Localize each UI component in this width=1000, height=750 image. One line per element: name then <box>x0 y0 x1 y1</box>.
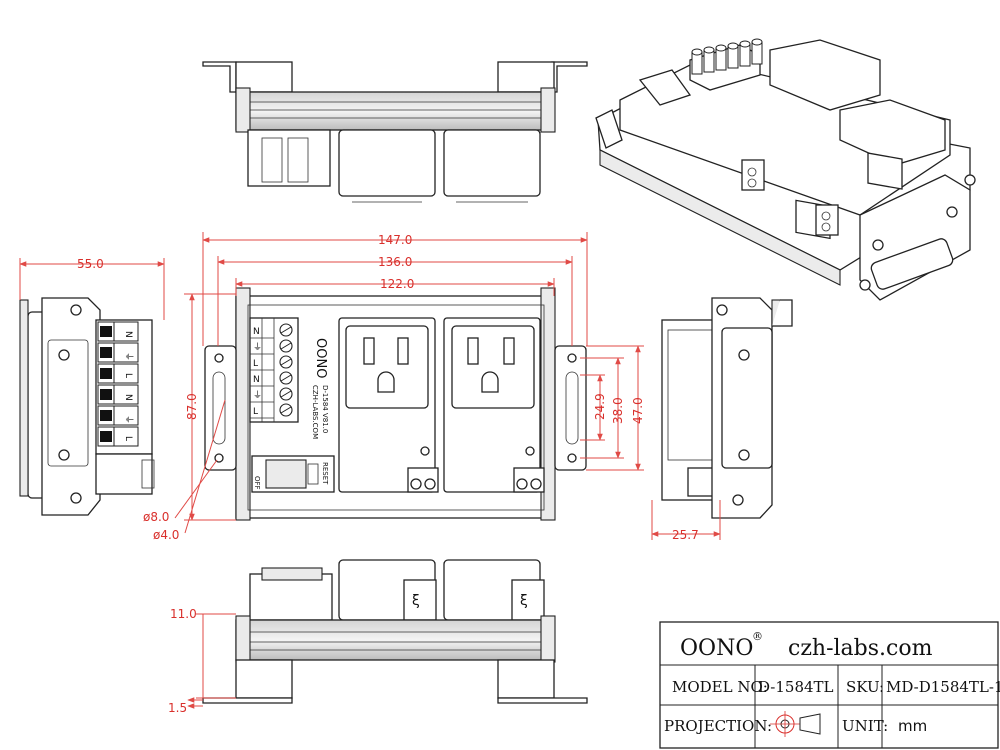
dim-38-label: 38.0 <box>611 397 625 424</box>
svg-text:ξ: ξ <box>520 593 528 609</box>
svg-text:ξ: ξ <box>412 593 420 609</box>
dim-1-5-label: 1.5 <box>168 701 187 715</box>
sku-value: MD-D1584TL-1 <box>886 678 1000 696</box>
side-terminal-label: ⏚ <box>123 415 134 424</box>
dim-87-label: 87.0 <box>185 393 199 420</box>
dimension-25-7: 25.7 <box>651 500 721 542</box>
sku-label: SKU: <box>846 678 884 696</box>
side-terminal-label: L <box>123 373 133 378</box>
model-value: D-1584TL <box>758 678 834 696</box>
dim-47-label: 47.0 <box>631 397 645 424</box>
title-block: OONO ® czh-labs.com MODEL NO: D-1584TL S… <box>659 621 1000 749</box>
terminal-label: ⏚ <box>253 342 262 353</box>
unit-value: mm <box>898 717 927 735</box>
registered-mark: ® <box>752 630 763 643</box>
side-terminal-label: ⏚ <box>123 352 134 361</box>
first-angle-projection-icon <box>770 711 821 737</box>
reset-label: RESET <box>321 462 329 485</box>
unit-label: UNIT: <box>842 717 888 735</box>
terminal-label: ⏚ <box>253 390 262 401</box>
dim-147-label: 147.0 <box>378 233 412 247</box>
panel-logo: OONO <box>313 338 328 378</box>
right-side-view <box>661 297 793 519</box>
dim-dia4-label: ø4.0 <box>153 528 179 542</box>
dimension-11: 11.0 <box>170 607 236 699</box>
dimension-dia4: ø4.0 <box>153 399 226 542</box>
dimension-24-9: 24.9 <box>580 374 607 441</box>
panel-url-text: CZH-LABS.COM <box>311 385 319 439</box>
dimension-47: 47.0 <box>586 345 645 471</box>
dimension-55: 55.0 <box>19 257 165 320</box>
dimension-1-5: 1.5 <box>168 697 203 715</box>
panel-logo-text: OONO <box>313 338 328 378</box>
dim-136-label: 136.0 <box>378 255 412 269</box>
dimension-122: 122.0 <box>235 277 555 296</box>
terminal-label: L <box>253 359 258 369</box>
bottom-view: ξ ξ <box>202 559 588 704</box>
dimension-dia8: ø8.0 <box>143 459 218 524</box>
terminal-label: N <box>253 327 260 337</box>
left-side-view: N ⏚ L N ⏚ L <box>19 297 155 516</box>
off-label: OFF <box>253 476 261 490</box>
projection-label: PROJECTION: <box>664 717 772 735</box>
front-view: N⏚LN⏚L OONO D-1584 V81.0 CZH-LABS.COM OF… <box>204 287 587 521</box>
model-label: MODEL NO: <box>672 678 768 696</box>
panel-model-text: D-1584 V81.0 <box>321 385 329 433</box>
dimension-38: 38.0 <box>580 357 625 459</box>
dim-dia8-label: ø8.0 <box>143 510 169 524</box>
side-terminal-label: N <box>123 394 133 401</box>
isometric-view <box>595 38 976 301</box>
side-terminal-label: N <box>123 331 133 338</box>
dim-55-label: 55.0 <box>77 257 104 271</box>
brand-name: OONO <box>680 636 753 661</box>
side-terminal-label: L <box>123 436 133 441</box>
dim-25-7-label: 25.7 <box>672 528 699 542</box>
dimension-87: 87.0 <box>184 293 236 521</box>
terminal-label: N <box>253 375 260 385</box>
dim-24-9-label: 24.9 <box>593 393 607 420</box>
terminal-label: L <box>253 407 258 417</box>
website-text: czh-labs.com <box>788 636 933 661</box>
dim-11-label: 11.0 <box>170 607 197 621</box>
dimension-136: 136.0 <box>217 255 573 346</box>
dim-122-label: 122.0 <box>380 277 414 291</box>
top-view <box>202 61 588 203</box>
dimension-147: 147.0 <box>202 232 588 346</box>
